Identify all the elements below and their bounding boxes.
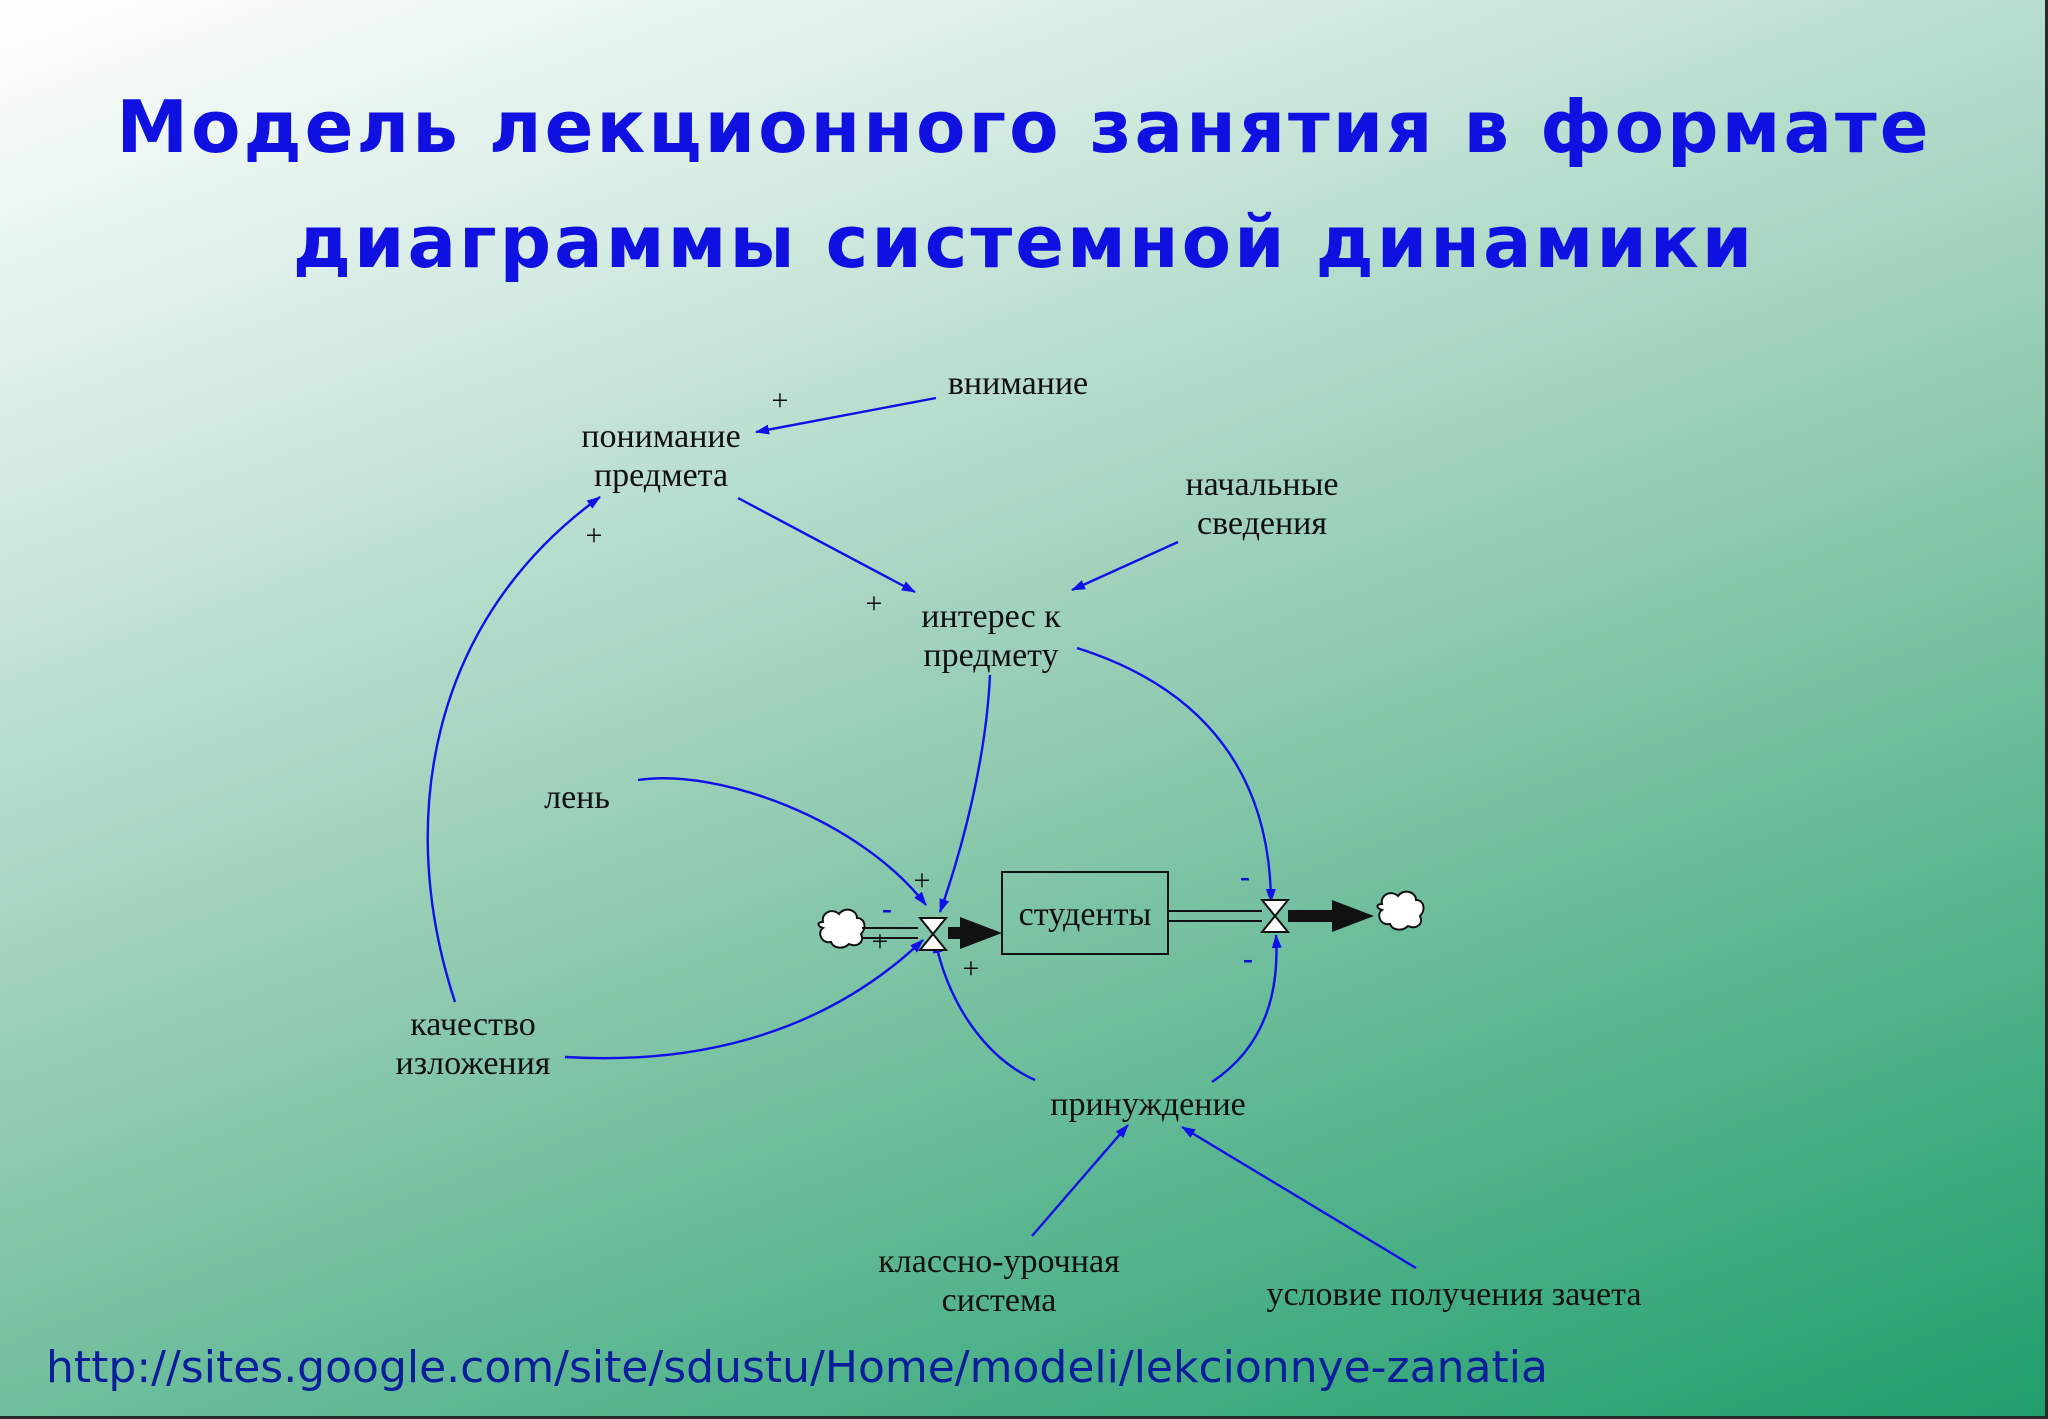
link-quality-to-understanding xyxy=(426,496,601,1003)
label-initial-2: сведения xyxy=(1197,505,1327,542)
label-understanding-2: предмета xyxy=(594,457,728,494)
label-initial-1: начальные xyxy=(1185,466,1338,503)
polarity-quality-understanding: + xyxy=(586,519,603,552)
slide-title-line-2: диаграммы системной динамики xyxy=(292,200,1756,284)
source-url: http://sites.google.com/site/sdustu/Home… xyxy=(46,1342,1548,1393)
slide-right-border xyxy=(2045,0,2048,1419)
polarity-understanding-interest: + xyxy=(866,587,883,620)
polarity-coercion-outflow: - xyxy=(1243,941,1254,977)
stock-label: студенты xyxy=(1019,896,1152,933)
label-quality-1: качество xyxy=(410,1006,536,1043)
link-understanding-to-interest xyxy=(737,496,916,594)
label-laziness: лень xyxy=(544,779,610,816)
label-classroom-1: классно-урочная xyxy=(878,1243,1120,1280)
label-interest-1: интерес к xyxy=(921,598,1061,635)
polarity-interest-inflow: + xyxy=(914,864,931,897)
label-coercion: принуждение xyxy=(1050,1086,1246,1123)
label-classroom-2: система xyxy=(942,1282,1057,1319)
link-coercion-to-inflow xyxy=(932,939,1036,1082)
label-interest-2: предмету xyxy=(923,637,1058,674)
link-initial-to-interest xyxy=(1071,540,1179,592)
slide-bottom-border xyxy=(0,1416,2048,1419)
label-attention: внимание xyxy=(948,365,1088,402)
label-credit: условие получения зачета xyxy=(1266,1276,1641,1313)
link-credit-to-coercion xyxy=(1181,1125,1417,1270)
polarity-laziness-inflow: - xyxy=(882,891,893,927)
label-understanding-1: понимание xyxy=(581,418,740,455)
link-quality-to-inflow xyxy=(564,939,924,1060)
link-laziness-to-inflow xyxy=(637,777,927,906)
link-attention-to-understanding xyxy=(755,396,937,435)
cloud-source-icon xyxy=(817,908,866,949)
slide-title-line-1: Модель лекционного занятия в формате xyxy=(116,85,1932,169)
polarity-coercion-inflow: + xyxy=(963,952,980,985)
polarity-quality-inflow: + xyxy=(872,925,889,958)
link-interest-to-inflow xyxy=(938,674,992,913)
link-interest-to-outflow xyxy=(1076,646,1276,903)
outflow xyxy=(1168,890,1425,933)
polarity-attention-understanding: + xyxy=(772,384,789,417)
stock-box xyxy=(1001,871,1169,955)
cloud-sink-icon xyxy=(1376,890,1425,931)
link-coercion-to-outflow xyxy=(1211,934,1282,1083)
inflow-valve-icon xyxy=(917,917,949,951)
inflow xyxy=(817,908,1002,951)
outflow-valve-icon xyxy=(1259,899,1291,933)
label-quality-2: изложения xyxy=(396,1045,551,1082)
link-classroom-to-coercion xyxy=(1031,1124,1129,1237)
polarity-interest-outflow: - xyxy=(1240,859,1251,895)
